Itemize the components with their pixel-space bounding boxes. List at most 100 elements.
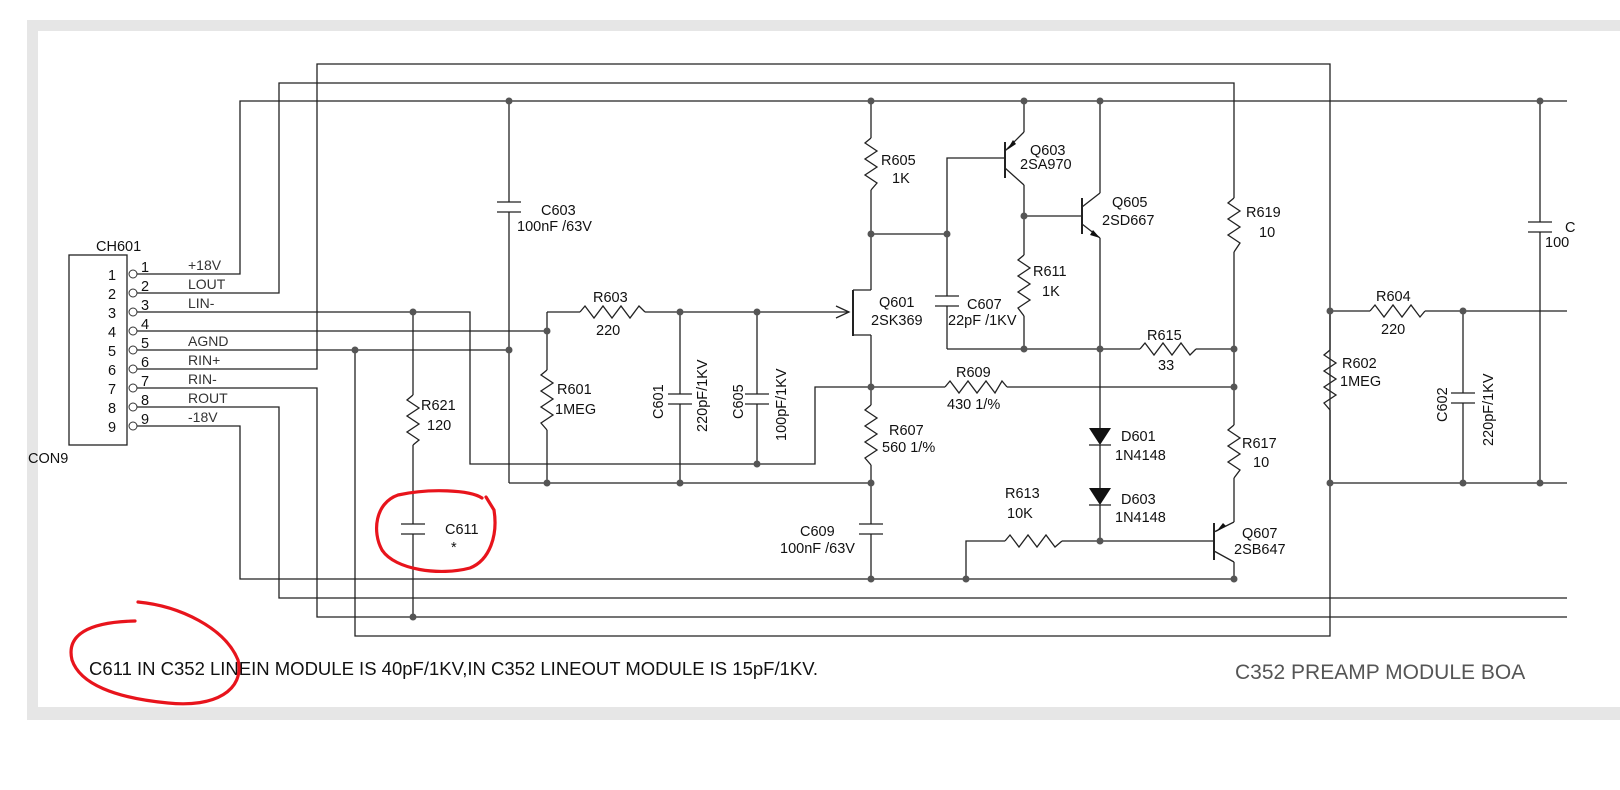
resistor-r601 <box>539 369 555 431</box>
connector-signal-label: +18V <box>188 257 222 273</box>
label-c602-ref: C602 <box>1435 387 1451 422</box>
connector-pin-number: 2 <box>141 279 149 295</box>
label-r607-value: 560 1/% <box>882 440 935 456</box>
resistor-r604 <box>1369 303 1426 319</box>
connector-pin-label: 5 <box>108 344 116 360</box>
connector-signal-label: RIN+ <box>188 352 220 368</box>
resistor-r617 <box>1226 424 1242 479</box>
label-c607-ref: C607 <box>967 297 1002 313</box>
connector-pin <box>128 269 138 279</box>
connector-pin-number: 1 <box>141 260 149 276</box>
label-c609-ref: C609 <box>800 524 835 540</box>
label-c603-value: 100nF /63V <box>517 219 592 235</box>
label-r611-value: 1K <box>1042 284 1060 300</box>
capacitor-c601 <box>668 393 692 405</box>
label-r611-ref: R611 <box>1033 264 1067 280</box>
resistor-r603 <box>579 304 646 320</box>
connector-pin <box>128 307 138 317</box>
connector-pin <box>128 383 138 393</box>
transistor-q605 <box>1081 192 1101 239</box>
label-q605-ref: Q605 <box>1112 195 1147 211</box>
label-r605-ref: R605 <box>881 153 916 169</box>
transistor-q603 <box>1004 131 1025 186</box>
connector-pin-label: 8 <box>108 401 116 417</box>
label-r621-value: 120 <box>427 418 451 434</box>
transistor-q607 <box>1213 521 1235 563</box>
connector-signal-label: RIN- <box>188 371 217 387</box>
diode-d601 <box>1089 428 1111 446</box>
connector-pin <box>128 421 138 431</box>
connector-pin-label: 9 <box>108 420 116 436</box>
label-r604-ref: R604 <box>1376 289 1411 305</box>
label-c609-value: 100nF /63V <box>780 541 855 557</box>
label-q601-value: 2SK369 <box>871 313 923 329</box>
connector-pin-label: 2 <box>108 287 116 303</box>
label-r607-ref: R607 <box>889 423 924 439</box>
label-r609-value: 430 1/% <box>947 397 1000 413</box>
connector-pin-number: 3 <box>141 298 149 314</box>
capacitor-c611 <box>401 523 425 535</box>
label-q603-value: 2SA970 <box>1020 157 1072 173</box>
connector-signal-label: AGND <box>188 333 228 349</box>
label-c601-ref: C601 <box>651 384 667 419</box>
capacitor-c607 <box>935 295 959 307</box>
connector-signal-label: LIN- <box>188 295 215 311</box>
junction-dots <box>351 97 1544 621</box>
label-r603-ref: R603 <box>593 290 628 306</box>
connector-pin-number: 6 <box>141 355 149 371</box>
connector-pin-number: 8 <box>141 393 149 409</box>
resistor-r602 <box>1322 349 1338 411</box>
connector-pin-number: 7 <box>141 374 149 390</box>
connector-pin <box>128 345 138 355</box>
annotation-circle-c611 <box>374 489 497 574</box>
label-d603-value: 1N4148 <box>1115 510 1166 526</box>
capacitor-c609 <box>859 523 883 535</box>
connector-signal-label: ROUT <box>188 390 228 406</box>
label-r617-ref: R617 <box>1242 436 1277 452</box>
label-q607-value: 2SB647 <box>1234 542 1286 558</box>
label-r615-value: 33 <box>1158 358 1174 374</box>
connector-pin-number: 5 <box>141 336 149 352</box>
capacitor-c602 <box>1451 392 1475 404</box>
label-r601-ref: R601 <box>557 382 592 398</box>
resistor-r615 <box>1139 341 1197 357</box>
label-q603-ref: Q603 <box>1030 143 1065 159</box>
transistor-q601 <box>835 289 871 336</box>
schematic-title: C352 PREAMP MODULE BOA <box>1235 661 1525 684</box>
connector-ref: CH601 <box>96 239 141 255</box>
connector-pin-label: 4 <box>108 325 116 341</box>
capacitor-right <box>1528 221 1552 233</box>
label-r613-ref: R613 <box>1005 486 1040 502</box>
connector-pin-number: 4 <box>141 317 149 333</box>
capacitor-c605 <box>745 393 769 405</box>
label-r609-ref: R609 <box>956 365 991 381</box>
label-r613-value: 10K <box>1007 506 1033 522</box>
label-r619-value: 10 <box>1259 225 1275 241</box>
connector-pin <box>128 288 138 298</box>
resistor-r605 <box>863 137 879 191</box>
label-c603-ref: C603 <box>541 203 576 219</box>
connector-pin <box>128 364 138 374</box>
label-r605-value: 1K <box>892 171 910 187</box>
label-r601-value: 1MEG <box>555 402 596 418</box>
connector-pin <box>128 326 138 336</box>
connector-pin-label: 3 <box>108 306 116 322</box>
label-r617-value: 10 <box>1253 455 1269 471</box>
red-annotations <box>69 489 497 706</box>
resistor-r609 <box>944 379 1008 395</box>
label-r619-ref: R619 <box>1246 205 1281 221</box>
label-c601-value: 220pF/1KV <box>695 359 711 432</box>
component-labels: C603 100nF /63V R603 220 R601 1MEG R621 … <box>421 143 1575 558</box>
connector-body <box>68 254 128 446</box>
label-r603-value: 220 <box>596 323 620 339</box>
label-q607-ref: Q607 <box>1242 526 1277 542</box>
annotation-circle-note <box>69 600 241 706</box>
label-d603-ref: D603 <box>1121 492 1156 508</box>
label-c605-value: 100pF/1KV <box>774 368 790 441</box>
label-c602-value: 220pF/1KV <box>1481 373 1497 446</box>
capacitor-c603 <box>497 201 521 213</box>
label-c605-ref: C605 <box>731 384 747 419</box>
resistor-r619 <box>1226 197 1242 253</box>
